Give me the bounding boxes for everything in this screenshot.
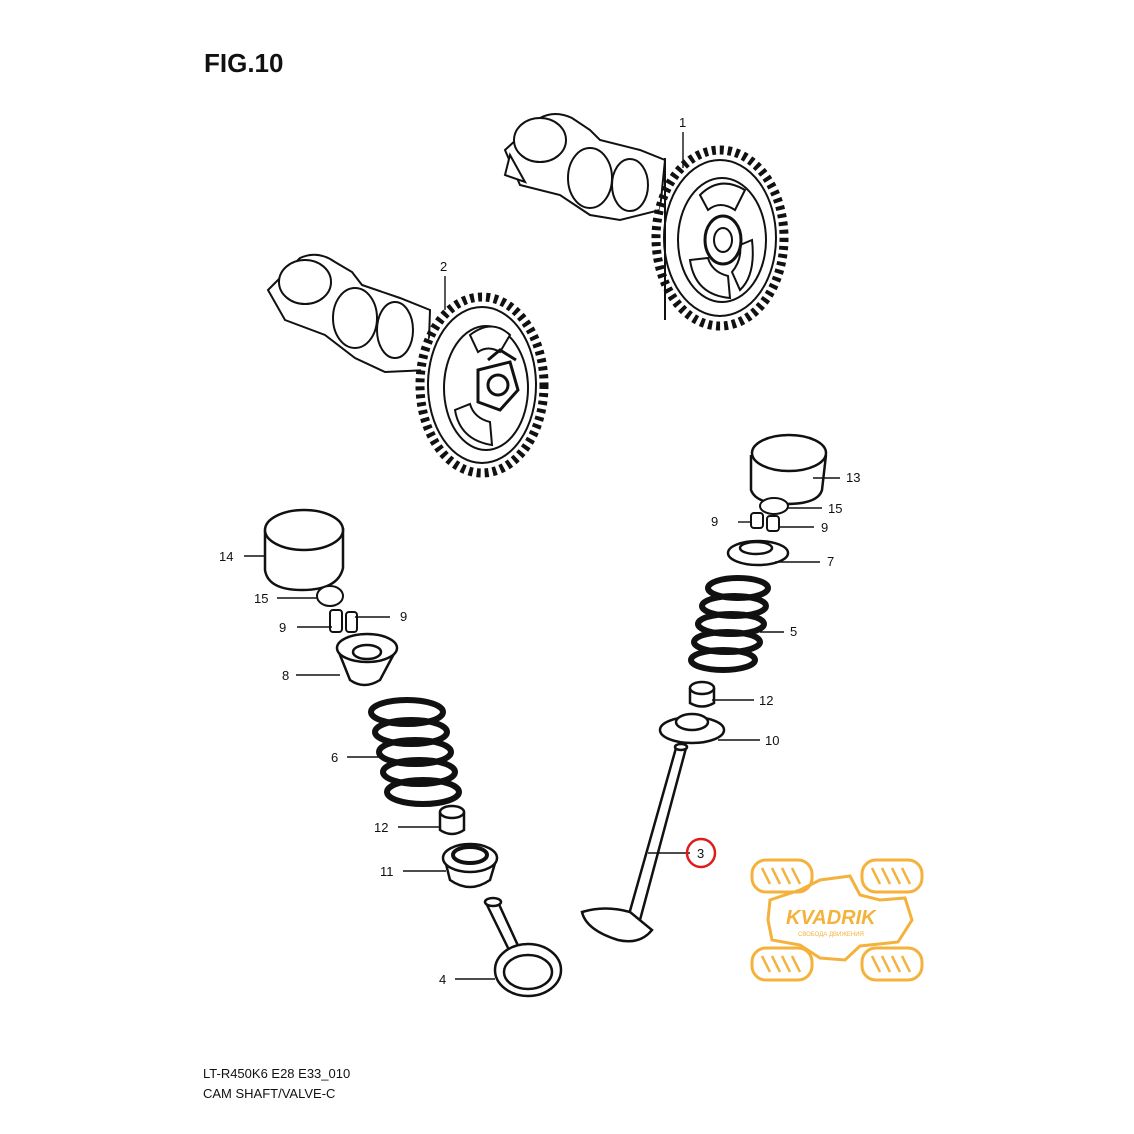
callout-8: 8 — [282, 668, 289, 683]
part-15-shim-left[interactable] — [316, 585, 344, 607]
model-code: LT-R450K6 E28 E33_010 — [203, 1066, 351, 1081]
part-3-valve[interactable] — [580, 742, 689, 943]
callout-1: 1 — [679, 115, 686, 130]
part-9-cotters-right[interactable] — [750, 512, 780, 532]
watermark-brand: KVADRIK — [786, 907, 877, 929]
part-13-tappet[interactable] — [749, 433, 828, 506]
part-15-shim-right[interactable] — [759, 497, 789, 515]
callout-11: 11 — [380, 864, 394, 879]
atv-body-outline — [766, 874, 914, 962]
callout-14: 14 — [219, 549, 233, 564]
part-10-spring-seat[interactable] — [658, 712, 726, 745]
callout-10: 10 — [765, 733, 779, 748]
callout-9: 9 — [400, 609, 407, 624]
callout-12: 12 — [759, 693, 773, 708]
kvadrik-watermark-logo: KVADRIK СВОБОДА ДВИЖЕНИЯ — [750, 858, 924, 982]
part-7-retainer[interactable] — [726, 539, 790, 567]
highlight-circle — [685, 837, 717, 869]
part-11-spring-seat[interactable] — [441, 842, 499, 889]
watermark-tagline: СВОБОДА ДВИЖЕНИЯ — [798, 932, 864, 938]
callout-5: 5 — [790, 624, 797, 639]
callout-15: 15 — [254, 591, 268, 606]
leader-lines — [244, 132, 840, 980]
wheel-icon — [860, 858, 924, 894]
part-12-stem-seal-right[interactable] — [688, 680, 716, 708]
figure-title: FIG.10 — [204, 48, 284, 78]
callout-9: 9 — [279, 620, 286, 635]
part-6-spring[interactable] — [368, 697, 462, 807]
callout-7: 7 — [827, 554, 834, 569]
callout-4: 4 — [439, 972, 446, 987]
wheel-icon — [750, 946, 814, 982]
callout-9: 9 — [711, 514, 718, 529]
callout-3: 3 — [697, 846, 704, 861]
part-12-stem-seal-left[interactable] — [438, 804, 466, 836]
callout-12: 12 — [374, 820, 388, 835]
part-5-spring[interactable] — [688, 575, 771, 673]
callout-13: 13 — [846, 470, 860, 485]
section-name: CAM SHAFT/VALVE-C — [203, 1086, 336, 1101]
wheel-icon — [750, 858, 814, 894]
camshaft-2[interactable] — [266, 253, 549, 478]
part-8-retainer[interactable] — [335, 632, 399, 687]
part-4-valve[interactable] — [483, 896, 563, 998]
callout-9: 9 — [821, 520, 828, 535]
figure-caption: LT-R450K6 E28 E33_010 CAM SHAFT/VALVE-C — [203, 1064, 350, 1104]
wheel-icon — [860, 946, 924, 982]
callout-2: 2 — [440, 259, 447, 274]
callout-6: 6 — [331, 750, 338, 765]
part-9-cotters-left[interactable] — [329, 609, 358, 633]
part-14-tappet[interactable] — [263, 508, 345, 592]
callout-15: 15 — [828, 501, 842, 516]
camshaft-1[interactable] — [503, 113, 789, 331]
